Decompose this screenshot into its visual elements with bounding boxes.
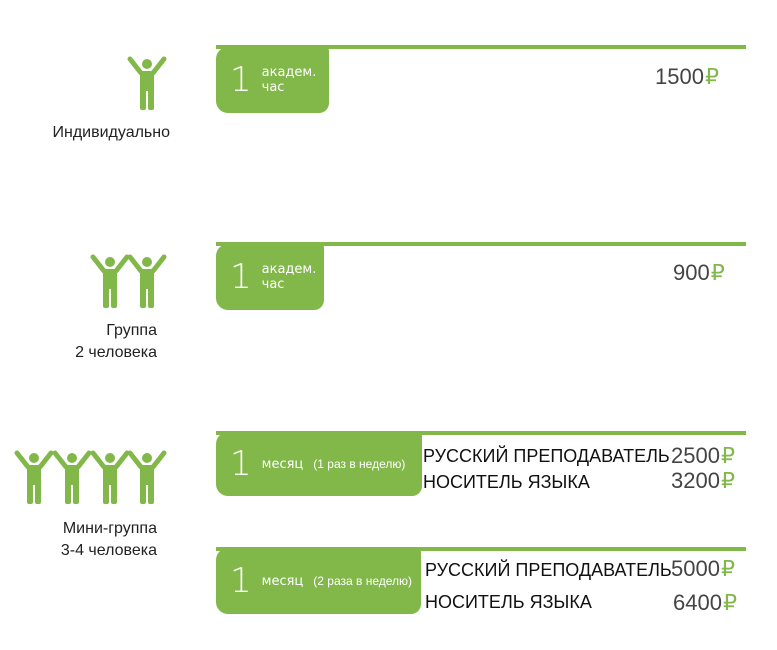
badge-unit: академ. — [261, 65, 317, 80]
person-icon — [127, 254, 167, 310]
ruble-icon: ₽ — [704, 64, 719, 89]
plan-label: Индивидуально — [52, 124, 170, 141]
teacher-type: РУССКИЙ ПРЕПОДАВАТЕЛЬ — [425, 560, 672, 580]
badge-unit: месяц — [261, 573, 304, 589]
ruble-icon: ₽ — [710, 260, 725, 285]
badge-number: 1 — [230, 561, 252, 601]
price: 2500₽ — [671, 443, 735, 468]
price: 900₽ — [673, 260, 725, 285]
person-icon — [127, 56, 167, 112]
divider — [216, 45, 746, 49]
teacher-type: НОСИТЕЛЬ ЯЗЫКА — [425, 592, 592, 612]
ruble-icon: ₽ — [722, 590, 737, 615]
duration-badge: 1 академ.час — [216, 244, 324, 310]
badge-note: (1 раз в неделю) — [313, 457, 406, 471]
badge-unit: час — [261, 277, 285, 292]
badge-note: (2 раза в неделю) — [313, 574, 413, 588]
ruble-icon: ₽ — [720, 468, 735, 493]
teacher-type: РУССКИЙ ПРЕПОДАВАТЕЛЬ — [423, 446, 670, 466]
person-icon — [90, 254, 130, 310]
person-icon — [127, 450, 167, 506]
person-icon — [14, 450, 54, 506]
divider — [216, 242, 746, 246]
badge-number: 1 — [230, 60, 252, 100]
price: 5000₽ — [671, 556, 735, 581]
badge-number: 1 — [230, 257, 252, 297]
price: 1500₽ — [655, 64, 719, 89]
divider — [216, 431, 746, 435]
ruble-icon: ₽ — [720, 443, 735, 468]
duration-badge: 1 месяц (2 раза в неделю) — [216, 548, 421, 614]
duration-badge: 1 академ.час — [216, 47, 329, 113]
person-icon — [90, 450, 130, 506]
badge-unit: академ. — [261, 262, 317, 277]
teacher-type: НОСИТЕЛЬ ЯЗЫКА — [423, 472, 590, 492]
duration-badge: 1 месяц (1 раз в неделю) — [216, 432, 422, 496]
price: 6400₽ — [673, 590, 737, 615]
badge-number: 1 — [230, 444, 252, 484]
price: 3200₽ — [671, 468, 735, 493]
badge-unit: месяц — [261, 456, 304, 472]
ruble-icon: ₽ — [720, 556, 735, 581]
badge-unit: час — [261, 80, 285, 95]
divider — [216, 547, 746, 551]
person-icon — [52, 450, 92, 506]
